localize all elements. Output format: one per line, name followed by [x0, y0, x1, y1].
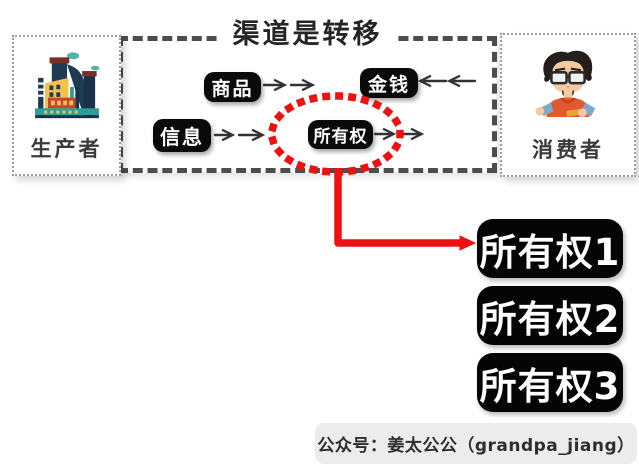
channel-dashed-box: 渠道是转移	[118, 20, 497, 173]
consumer-label: 消费者	[532, 138, 604, 162]
footer-credit: 公众号：姜太公公（grandpa_jiang）	[315, 423, 637, 464]
person-icon	[532, 46, 604, 126]
flow-goods-label: 商品	[204, 72, 261, 102]
producer-label: 生产者	[30, 136, 103, 161]
ownership-item-1: 所有权1	[477, 219, 623, 278]
diagram-title: 渠道是转移	[219, 20, 396, 50]
ownership-item-3: 所有权3	[477, 353, 623, 412]
producer-box: 生产者	[12, 35, 121, 176]
ownership-item-2: 所有权2	[477, 286, 623, 345]
ownership-pointer-arrow	[334, 168, 477, 251]
flow-ownership-label: 所有权	[308, 120, 373, 149]
factory-icon	[29, 49, 105, 125]
flow-info-label: 信息	[153, 119, 211, 152]
consumer-box: 消费者	[500, 33, 636, 177]
flow-money-label: 金钱	[360, 68, 418, 98]
